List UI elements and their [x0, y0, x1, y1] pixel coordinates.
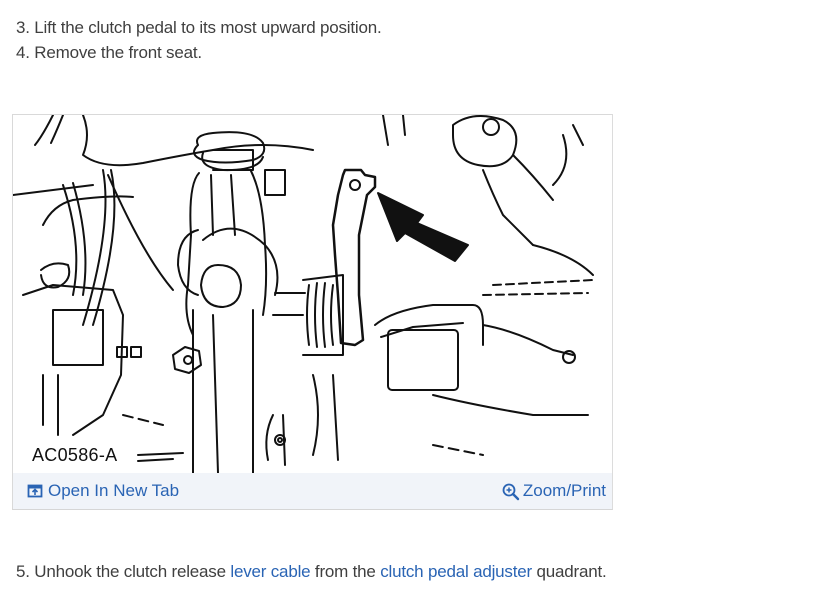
step-4-text: 4. Remove the front seat. [16, 43, 202, 62]
zoom-print-link[interactable]: Zoom/Print [502, 481, 606, 501]
step-5-middle: from the [310, 562, 381, 581]
figure-card: AC0586-A Open In New Tab Zoom/Print [12, 114, 613, 510]
lever-cable-link[interactable]: lever cable [230, 562, 311, 581]
clutch-diagram-drawing [13, 115, 594, 473]
step-3-text: 3. Lift the clutch pedal to its most upw… [16, 18, 382, 37]
step-5-text: 5. Unhook the clutch release lever cable… [16, 561, 607, 583]
figure-footer: Open In New Tab Zoom/Print [13, 473, 612, 509]
zoom-in-icon [502, 483, 520, 501]
step-5-suffix: quadrant. [531, 562, 607, 581]
clutch-diagram-image[interactable]: AC0586-A [13, 115, 612, 473]
clutch-pedal-adjuster-link[interactable]: clutch pedal adjuster [380, 562, 532, 581]
open-in-new-tab-label: Open In New Tab [48, 481, 180, 500]
open-in-new-tab-icon [27, 483, 43, 499]
zoom-print-label: Zoom/Print [522, 481, 606, 500]
figure-label: AC0586-A [32, 445, 120, 466]
step-5-prefix: 5. Unhook the clutch release [16, 562, 231, 581]
open-in-new-tab-link[interactable]: Open In New Tab [27, 481, 179, 501]
